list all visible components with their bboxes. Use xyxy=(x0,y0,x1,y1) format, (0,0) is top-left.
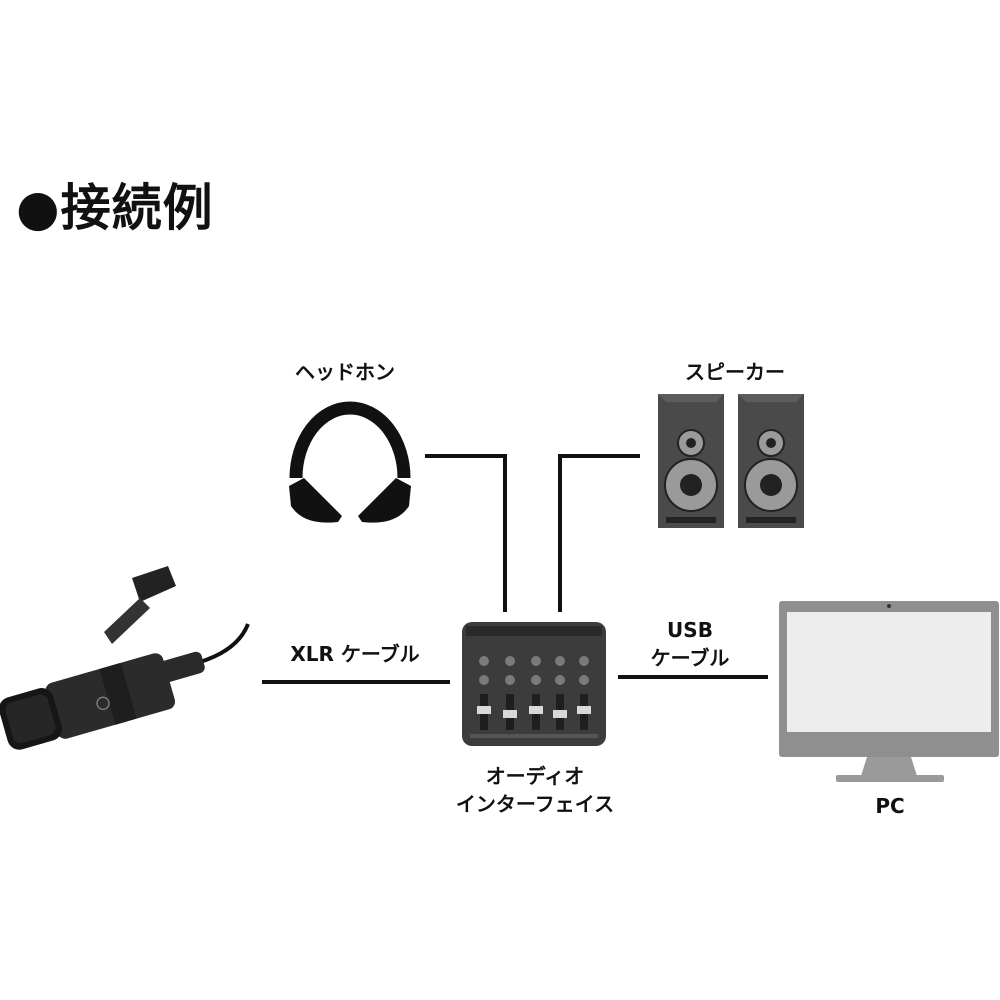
audio-interface-label-line2: インターフェイス xyxy=(455,792,615,816)
headphones-icon xyxy=(289,401,411,523)
pc-monitor-icon xyxy=(779,601,999,782)
speakers-icon xyxy=(658,394,804,528)
microphone-icon xyxy=(0,566,250,750)
page-title: ●接続例 xyxy=(16,179,214,237)
speakers-label: スピーカー xyxy=(685,360,785,384)
speaker-left-icon xyxy=(658,394,724,528)
audio-interface-icon xyxy=(462,622,606,746)
usb-cable-label: USB ケーブル xyxy=(620,616,760,672)
speaker-cable-line xyxy=(558,454,640,612)
connection-lines xyxy=(262,454,768,684)
xlr-cable-label: XLR ケーブル xyxy=(290,642,420,666)
pc-label: PC xyxy=(875,794,905,818)
usb-cable-label-line2: ケーブル xyxy=(650,646,730,670)
audio-interface-label: オーディオ インターフェイス xyxy=(430,762,640,818)
headphone-cable-line xyxy=(425,454,507,612)
audio-interface-label-line1: オーディオ xyxy=(485,764,585,788)
speaker-right-icon xyxy=(738,394,804,528)
usb-cable-label-line1: USB xyxy=(667,618,713,642)
headphones-label: ヘッドホン xyxy=(295,360,395,384)
